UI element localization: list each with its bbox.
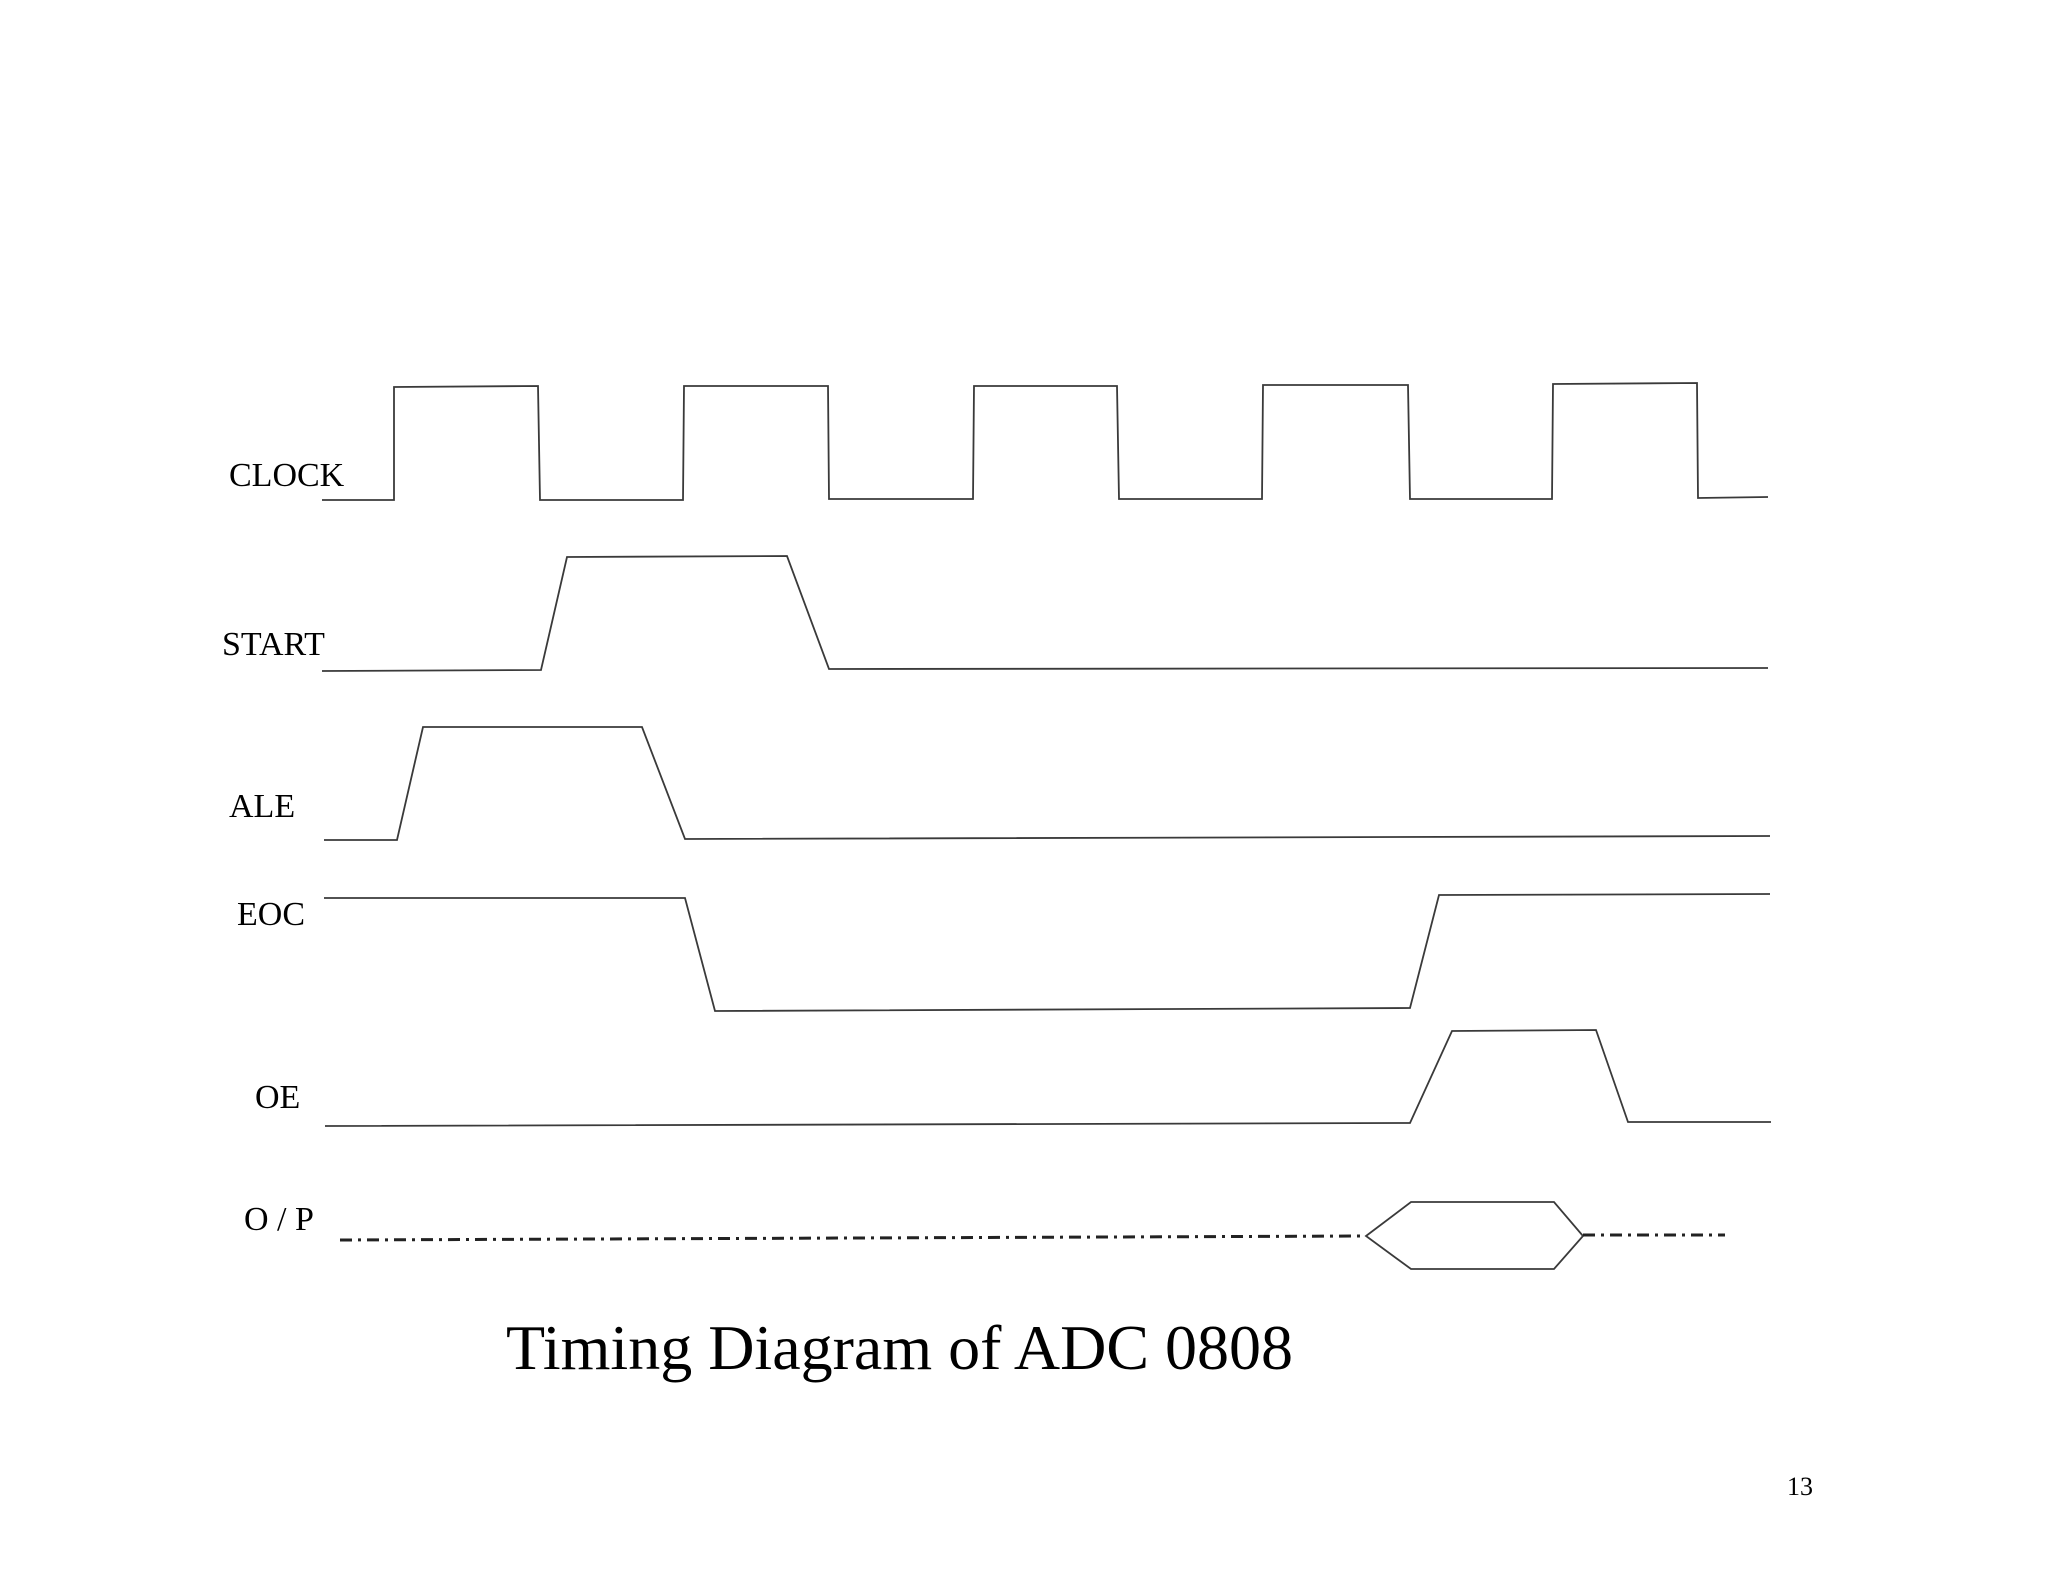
ale-label: ALE: [229, 788, 295, 825]
clock-waveform: [322, 382, 1769, 501]
clock-label: CLOCK: [229, 457, 345, 494]
oe-waveform: [324, 1029, 1771, 1127]
start-waveform: [321, 555, 1769, 672]
op-tristate-line-left: [339, 1234, 1367, 1242]
start-label: START: [222, 626, 325, 663]
eoc-label: EOC: [237, 896, 305, 933]
page-number: 13: [1787, 1472, 1813, 1501]
eoc-waveform: [324, 893, 1771, 1012]
oe-label: OE: [255, 1079, 300, 1116]
op-valid-data: [1364, 1201, 1585, 1270]
op-label: O / P: [244, 1201, 314, 1238]
diagram-title: Timing Diagram of ADC 0808: [506, 1312, 1293, 1383]
ale-waveform: [324, 726, 1771, 841]
